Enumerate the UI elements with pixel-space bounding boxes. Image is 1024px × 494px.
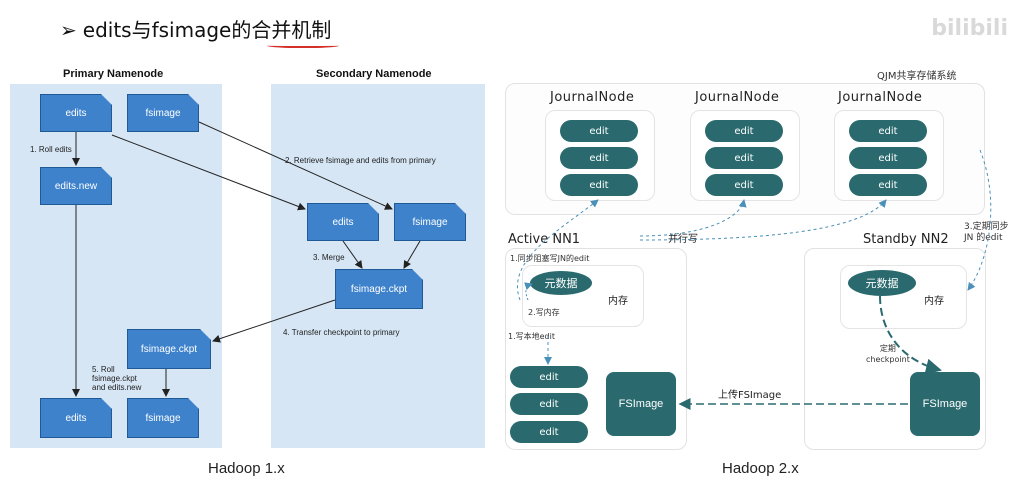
- primary-namenode-header: Primary Namenode: [63, 68, 164, 80]
- jn1-edit-1: edit: [560, 120, 638, 142]
- hadoop1-caption: Hadoop 1.x: [208, 460, 285, 477]
- checkpoint-label: 定期 checkpoint: [866, 343, 910, 365]
- qjm-storage-label: QJM共享存储系统: [877, 71, 957, 82]
- journalnode-3-title: JournalNode: [838, 90, 923, 105]
- title-underline: [267, 42, 339, 48]
- arrow-checkpoint: [879, 295, 942, 375]
- secondary-fsimage-ckpt-doc: fsimage.ckpt: [335, 269, 423, 309]
- arrow-merge-edits: [342, 240, 363, 269]
- jn2-edit-1: edit: [705, 120, 783, 142]
- checkpoint-label-line2: checkpoint: [866, 355, 910, 364]
- primary-namenode-panel: [10, 84, 222, 448]
- jn3-edit-1: edit: [849, 120, 927, 142]
- jn3-edit-3: edit: [849, 174, 927, 196]
- step-transfer: 4. Transfer checkpoint to primary: [283, 328, 400, 337]
- journalnode-1-title: JournalNode: [550, 90, 635, 105]
- arrow-fsimage-retrieve: [198, 121, 393, 210]
- secondary-fsimage-doc: fsimage: [394, 203, 466, 241]
- fsimage-final-doc: fsimage: [127, 398, 199, 438]
- jn2-edit-3: edit: [705, 174, 783, 196]
- standby-memory-label: 内存: [924, 296, 944, 307]
- standby-fsimage-box: FSImage: [910, 372, 980, 436]
- active-nn-title: Active NN1: [508, 232, 581, 247]
- arrow-merge-fsimage: [403, 240, 421, 269]
- hadoop2-caption: Hadoop 2.x: [722, 460, 799, 477]
- active-edit-1: edit: [510, 366, 588, 388]
- page-title-text: edits与fsimage的合并机制: [82, 18, 332, 42]
- journalnode-2-title: JournalNode: [695, 90, 780, 105]
- active-fsimage-box: FSImage: [606, 372, 676, 436]
- arrow-transfer-ckpt: [212, 299, 336, 343]
- page-title: ➢edits与fsimage的合并机制: [60, 14, 331, 43]
- arrow-active-to-jn1: [517, 199, 599, 301]
- arrow-edits-retrieve: [111, 134, 306, 211]
- checkpoint-label-line1: 定期: [879, 344, 896, 353]
- bilibili-watermark: bilibili: [931, 16, 1008, 41]
- secondary-namenode-header: Secondary Namenode: [316, 68, 432, 80]
- step-write-local-edit: 1.写本地edit: [508, 332, 555, 341]
- step-roll-ckpt: 5. Roll fsimage.ckpt and edits.new: [92, 365, 141, 392]
- jn1-edit-3: edit: [560, 174, 638, 196]
- active-metadata-ellipse: 元数据: [530, 271, 592, 295]
- step-write-memory: 2.写内存: [528, 308, 560, 317]
- step-roll-ckpt-line1: 5. Roll: [92, 365, 115, 374]
- upload-fsimage-label: 上传FSImage: [718, 390, 782, 401]
- arrow-parallel-jn3: [639, 199, 887, 241]
- step-roll-edits: 1. Roll edits: [30, 145, 72, 154]
- arrow-parallel-jn2: [639, 199, 747, 237]
- step-roll-ckpt-line2: fsimage.ckpt: [92, 374, 137, 383]
- step-sync-write-jn: 1.同步阻塞写JN的edit: [510, 254, 590, 263]
- standby-metadata-ellipse: 元数据: [848, 270, 916, 296]
- edits-final-doc: edits: [40, 398, 112, 438]
- edits-doc: edits: [40, 94, 112, 132]
- secondary-edits-doc: edits: [307, 203, 379, 241]
- step-retrieve: 2. Retrieve fsimage and edits from prima…: [285, 156, 436, 165]
- step-merge: 3. Merge: [313, 253, 345, 262]
- jn2-edit-2: edit: [705, 147, 783, 169]
- edits-new-doc: edits.new: [40, 167, 112, 205]
- fsimage-doc: fsimage: [127, 94, 199, 132]
- secondary-namenode-panel: [271, 84, 485, 448]
- jn3-edit-2: edit: [849, 147, 927, 169]
- arrow-write-memory: [524, 282, 533, 301]
- active-memory-label: 内存: [608, 296, 628, 307]
- periodic-sync-line1: 3.定期同步: [964, 222, 1009, 232]
- arrow-bullet-icon: ➢: [60, 18, 77, 42]
- arrow-periodic-sync: [967, 149, 992, 291]
- periodic-sync-line2: JN 的edit: [964, 233, 1003, 243]
- periodic-sync-label: 3.定期同步 JN 的edit: [964, 222, 1009, 244]
- standby-nn-title: Standby NN2: [863, 232, 949, 247]
- step-roll-ckpt-line3: and edits.new: [92, 383, 142, 392]
- jn1-edit-2: edit: [560, 147, 638, 169]
- primary-fsimage-ckpt-doc: fsimage.ckpt: [127, 329, 211, 369]
- active-edit-2: edit: [510, 393, 588, 415]
- active-edit-3: edit: [510, 421, 588, 443]
